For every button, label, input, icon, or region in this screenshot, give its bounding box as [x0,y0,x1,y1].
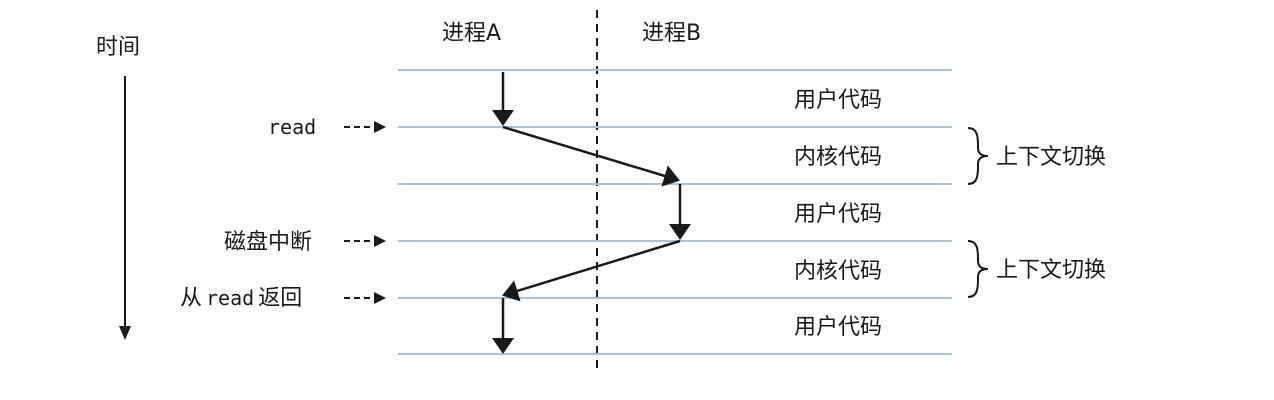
process-a-header: 进程A [442,21,501,46]
event-read-return-code: read [206,286,254,310]
execution-flow [492,72,691,354]
row-label-user-code: 用户代码 [794,202,882,227]
flow-arrow-switch-to-b [502,125,680,187]
flow-arrow-switch-to-a [502,239,681,302]
row-label-kernel-code: 内核代码 [794,145,882,170]
time-axis-arrow-icon [119,326,131,340]
context-switch-brace-icon [967,240,989,298]
event-read-return-label: 从 read 返回 [180,286,302,311]
row-label-user-code: 用户代码 [794,315,882,340]
context-switch-label: 上下文切换 [996,258,1106,283]
row-label-user-code: 用户代码 [794,88,882,113]
event-disk-interrupt-label: 磁盘中断 [224,230,312,255]
context-switch-label: 上下文切换 [996,145,1106,170]
process-b-header: 进程B [642,21,701,46]
row-label-kernel-code: 内核代码 [794,259,882,284]
event-read-label: read [268,115,316,139]
event-read-return-prefix: 从 [180,286,202,311]
context-switch-brace-icon [967,127,989,185]
time-axis-label: 时间 [96,35,140,60]
event-read-return-suffix: 返回 [258,286,302,311]
